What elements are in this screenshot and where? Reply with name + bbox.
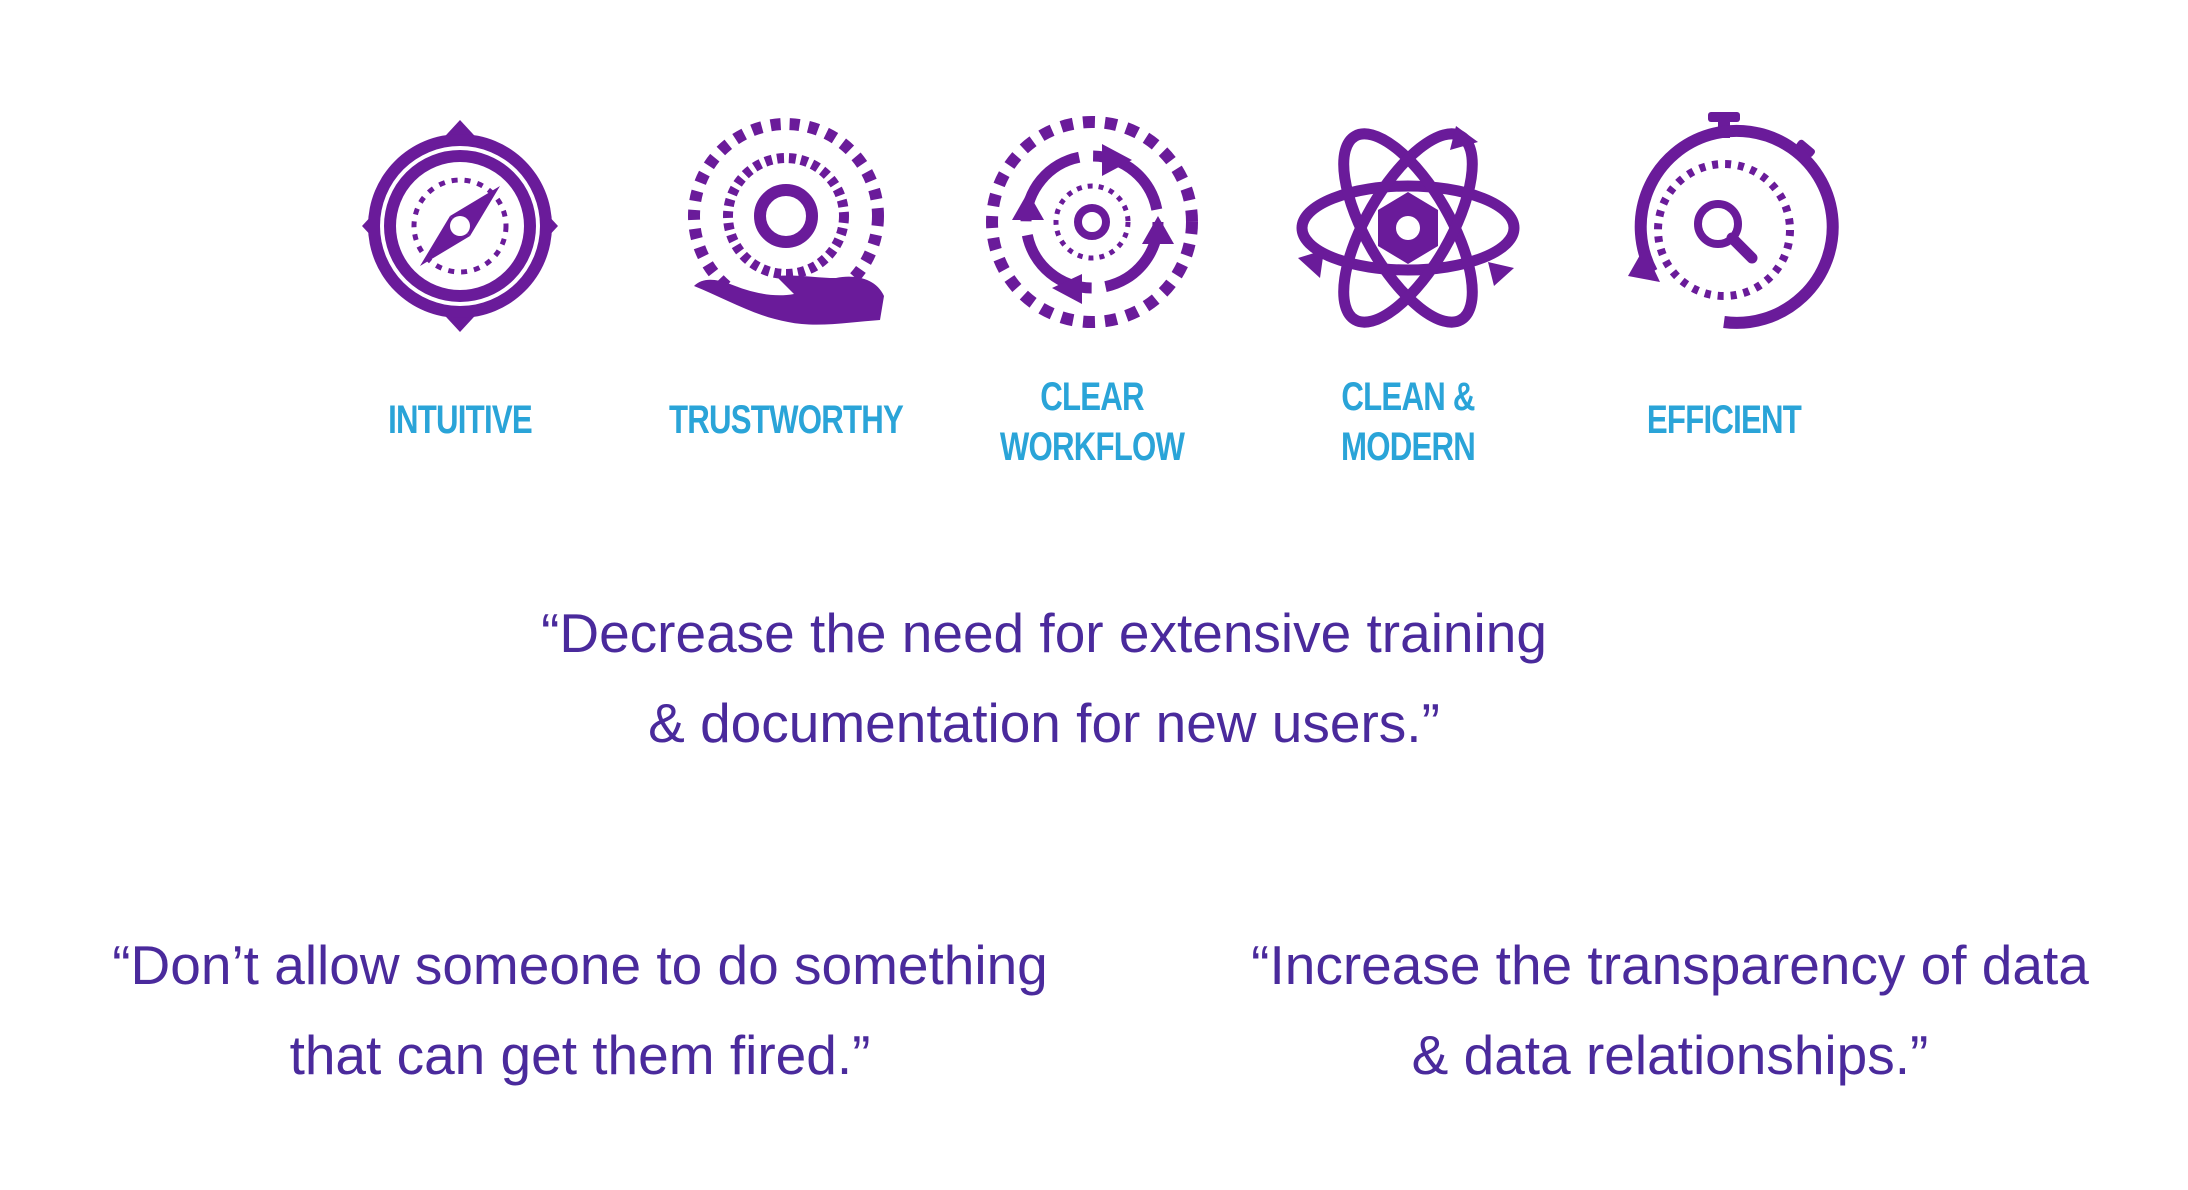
principles-row: INTUITIVE TRUSTWORTHY CLEA [0,0,2188,500]
principle-label: CLEAN & MODERN [1341,375,1476,469]
principle-label: INTUITIVE [388,398,533,442]
principle-clean-modern: CLEAN & MODERN [1258,0,1558,480]
principle-label: CLEAR WORKFLOW [999,375,1185,469]
principle-clear-workflow: CLEAR WORKFLOW [942,0,1242,480]
quote-transparency: “Increase the transparency of data & dat… [1251,934,2089,1086]
principle-label: EFFICIENT [1646,398,1802,442]
principle-label: TRUSTWORTHY [669,398,904,442]
stopwatch-icon [1628,112,1839,329]
quote-training: “Decrease the need for extensive trainin… [541,602,1547,754]
atom-icon [1296,126,1520,328]
principle-efficient: EFFICIENT [1574,0,1874,480]
cycle-arrows-icon [986,116,1198,328]
quote-fired: “Don’t allow someone to do something tha… [112,934,1048,1086]
hand-gear-icon [688,118,884,325]
principle-trustworthy: TRUSTWORTHY [636,0,936,480]
principle-intuitive: INTUITIVE [310,0,610,480]
compass-icon [362,120,558,332]
